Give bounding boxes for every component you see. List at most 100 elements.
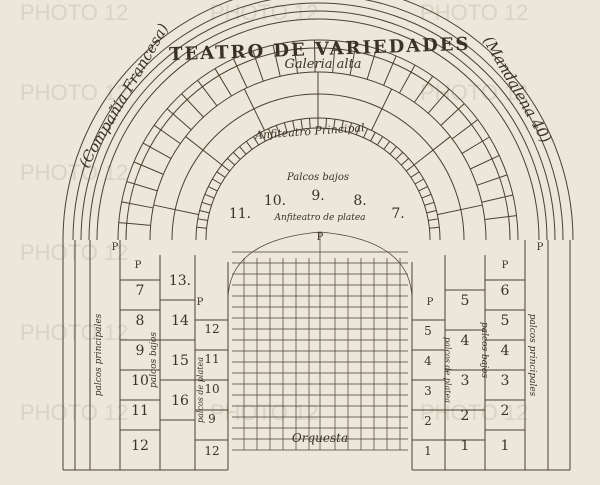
seat-divider [333, 119, 336, 130]
watermark-text: PHOTO 12 [20, 0, 128, 25]
seat-divider [389, 146, 397, 155]
box-divider [437, 204, 483, 216]
right-mid-box-number: 1 [461, 438, 470, 454]
seat-divider [421, 193, 432, 199]
seat-divider [204, 193, 215, 199]
right-inner-box-number: 5 [424, 324, 432, 338]
seat-divider [121, 201, 154, 209]
seat-divider [201, 201, 212, 206]
seat-divider [440, 103, 465, 126]
seat-divider [418, 186, 428, 192]
left-inner-box-number: 12 [204, 322, 219, 336]
right-outer-box-number: 1 [501, 438, 510, 454]
seat-divider [363, 128, 369, 138]
seat-divider [376, 136, 384, 146]
seat-divider [413, 75, 434, 103]
right-mid-box-number: 3 [461, 373, 470, 389]
palcos-principales-left-label: palcos principales [94, 313, 104, 396]
seat-divider [325, 118, 328, 129]
seat-divider [340, 120, 344, 131]
ring-arc [117, 39, 519, 241]
right-inner-box-number: 3 [424, 384, 432, 398]
p-marker: P [135, 260, 142, 271]
seat-divider [428, 218, 439, 222]
seat-divider [451, 119, 479, 140]
p-marker: P [317, 232, 324, 243]
center-box-number: 9. [311, 188, 324, 204]
watermark-text: PHOTO 12 [210, 400, 318, 425]
ring-arc [125, 47, 511, 241]
palcos-platea-left-label: palcos de platea [196, 357, 205, 423]
seat-divider [214, 68, 232, 97]
box-divider [153, 204, 199, 216]
seat-divider [410, 171, 420, 178]
center-box-number: 7. [391, 206, 404, 222]
seat-divider [275, 125, 281, 135]
seat-divider [332, 40, 336, 73]
seat-divider [476, 174, 508, 186]
seat-divider [267, 128, 273, 138]
left-outer-box-number: 7 [136, 283, 145, 299]
p-marker: P [427, 297, 434, 308]
right-outer-box-number: 3 [501, 373, 510, 389]
seat-divider [197, 79, 218, 107]
left-inner-box-number: 9 [208, 412, 216, 426]
seat-divider [260, 132, 266, 142]
seat-divider [383, 55, 397, 86]
seat-divider [405, 164, 415, 172]
seat-divider [199, 210, 210, 214]
seat-divider [292, 120, 296, 131]
ring-arc [72, 0, 564, 241]
seat-divider [426, 210, 437, 214]
left-inner-box-number: 12 [204, 444, 219, 458]
seat-divider [272, 45, 281, 77]
left-inner-box-number: 10 [204, 382, 219, 396]
seat-divider [427, 88, 450, 114]
seat-divider [424, 201, 435, 206]
seat-divider [216, 171, 226, 178]
left-outer-box-number: 11 [131, 403, 149, 419]
anfiteatro-platea-label: Anfiteatro de platea [273, 213, 365, 223]
seat-divider [142, 142, 172, 159]
seat-divider [481, 194, 513, 203]
seat-divider [232, 151, 241, 160]
palcos-bajos-label: Palcos bajos [286, 172, 349, 183]
palcos-principales-right-label: palcos principales [527, 314, 537, 397]
ring-arc [96, 18, 540, 241]
seat-divider [221, 164, 231, 172]
box-divider [243, 88, 265, 131]
right-inner-box-number: 1 [424, 444, 432, 458]
seat-divider [153, 124, 181, 145]
box-divider [371, 88, 393, 131]
watermark-text: PHOTO 12 [20, 320, 128, 345]
seat-divider [227, 157, 236, 166]
seat-divider [400, 157, 409, 166]
seat-divider [252, 136, 260, 146]
right-mid-box-number: 2 [461, 408, 470, 424]
seat-divider [208, 186, 218, 192]
left-outer-box-number: 10 [131, 373, 149, 389]
seat-divider [461, 136, 490, 154]
seat-divider [126, 181, 158, 192]
seat-divider [118, 222, 151, 226]
seat-divider [348, 122, 353, 133]
seat-divider [484, 215, 517, 221]
seat-divider [252, 50, 264, 82]
left-mid-box-number: 16 [171, 393, 189, 409]
anfiteatro-principal-label: Anfiteatro Principal [254, 121, 366, 142]
right-outer-box-number: 5 [501, 313, 510, 329]
p-marker: P [537, 242, 544, 253]
left-outer-box-number: 8 [136, 313, 145, 329]
ring-arc [205, 127, 431, 241]
p-marker: P [112, 242, 119, 253]
right-outer-box-number: 4 [501, 343, 510, 359]
galeria-alta-label: Galeria alta [284, 57, 361, 72]
watermark-text: PHOTO 12 [420, 400, 528, 425]
seat-divider [196, 226, 207, 229]
palcos-platea-right-label: palcos de platea [443, 337, 452, 403]
seat-divider [166, 108, 192, 131]
right-inner-box-number: 4 [424, 354, 432, 368]
left-outer-box-number: 9 [136, 343, 145, 359]
